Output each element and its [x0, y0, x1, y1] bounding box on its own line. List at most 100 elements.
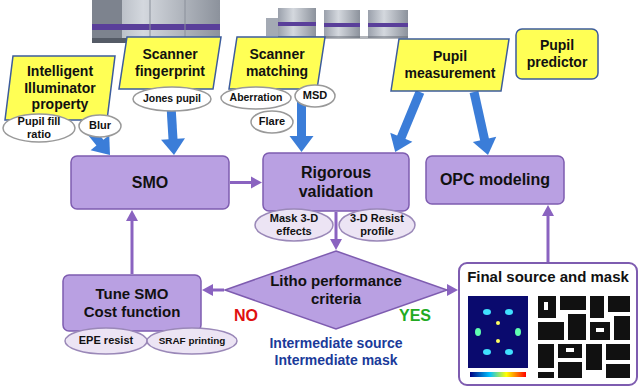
- node-label: Jones pupil: [143, 93, 201, 106]
- property-ellipse: 3-D Resist profile: [338, 208, 416, 242]
- node-text-group: Scanner fingerprint: [118, 36, 222, 90]
- node-label: MSD: [303, 89, 327, 102]
- node-label: Final source and mask: [467, 268, 629, 286]
- node-shape: [391, 39, 509, 91]
- mask-pattern: [536, 294, 632, 380]
- node-shape: [65, 328, 147, 354]
- node-label: OPC modeling: [440, 170, 550, 189]
- node-shape: [459, 263, 637, 385]
- node-shape: [79, 115, 121, 137]
- arrow-head: [161, 138, 185, 155]
- node-text-group: Tune SMO Cost function: [62, 274, 202, 332]
- property-ellipse: SRAF printing: [146, 327, 238, 355]
- node-shape: [5, 56, 115, 120]
- free-label: Intermediate mask: [275, 352, 398, 369]
- node-text-group: Intelligent Illuminator property: [4, 55, 116, 121]
- node-outline: [262, 152, 410, 212]
- node-text-group: Pupil fill ratio: [2, 113, 76, 143]
- flow-arrow: [230, 181, 252, 184]
- node-text-group: Blur: [78, 114, 122, 138]
- node-label: SRAF printing: [159, 335, 226, 347]
- node-shape: [339, 209, 415, 241]
- scanner-small: [266, 8, 408, 39]
- arrow-head: [330, 239, 342, 250]
- node-shape: [251, 111, 293, 133]
- node-text-group: EPE resist: [64, 327, 148, 355]
- node-label: Scanner fingerprint: [130, 46, 210, 80]
- source-map: [468, 296, 528, 377]
- process-box: Tune SMO Cost function: [62, 274, 202, 332]
- node-shape: [516, 29, 598, 79]
- node-text-group: Pupil measurement: [390, 38, 510, 92]
- node-shape: [295, 85, 335, 107]
- node-label: Aberration: [230, 92, 283, 105]
- arrow-head: [251, 177, 262, 189]
- property-ellipse: MSD: [294, 84, 336, 108]
- node-text-group: OPC modeling: [425, 155, 565, 205]
- process-box: OPC modeling: [425, 155, 565, 205]
- node-shape: [225, 251, 447, 329]
- result-box: Final source and mask: [458, 262, 638, 386]
- arrow-head: [126, 210, 138, 221]
- node-text-group: Rigorous validation: [262, 152, 410, 212]
- node-shape: [3, 114, 75, 142]
- arrow-head: [91, 135, 110, 155]
- property-ellipse: Mask 3-D effects: [254, 208, 334, 242]
- node-text-group: Scanner matching: [228, 36, 326, 90]
- node-shape: [147, 328, 237, 354]
- node-label: Litho performance criteria: [261, 272, 411, 308]
- node-text-group: SRAF printing: [146, 327, 238, 355]
- edge-label: YES: [399, 306, 431, 325]
- free-label: Intermediate source: [269, 335, 402, 352]
- node-label: Rigorous validation: [268, 163, 404, 201]
- edge-label: NO: [234, 306, 258, 325]
- node-text-group: SMO: [70, 155, 230, 210]
- node-text-group: 3-D Resist profile: [338, 208, 416, 242]
- property-ellipse: Blur: [78, 114, 122, 138]
- arrow-head: [202, 284, 213, 296]
- arrow-head: [390, 133, 412, 152]
- node-text-group: Final source and mask: [458, 262, 638, 386]
- property-ellipse: Aberration: [220, 86, 292, 110]
- flow-arrow: [131, 220, 134, 274]
- node-label: SMO: [132, 173, 168, 192]
- node-text-group: Mask 3-D effects: [254, 208, 334, 242]
- property-ellipse: Pupil fill ratio: [2, 113, 76, 143]
- property-ellipse: Flare: [250, 110, 294, 134]
- input-box: Pupil predictor: [515, 28, 599, 80]
- node-shape: [133, 87, 211, 111]
- node-label: Pupil predictor: [521, 37, 593, 71]
- node-label: 3-D Resist profile: [347, 212, 407, 238]
- node-label: Pupil fill ratio: [11, 115, 67, 141]
- flow-arrow: [335, 212, 338, 240]
- node-label: Flare: [259, 115, 285, 128]
- flow-arrow: [547, 215, 550, 262]
- input-arrow: [401, 92, 420, 138]
- node-text-group: Aberration: [220, 86, 292, 110]
- node-shape: [63, 275, 201, 331]
- node-shape: [229, 37, 325, 89]
- node-label: Scanner matching: [240, 46, 314, 80]
- arrow-head: [542, 205, 554, 216]
- arrow-head: [473, 137, 496, 155]
- node-text-group: Jones pupil: [132, 86, 212, 112]
- property-ellipse: Jones pupil: [132, 86, 212, 112]
- node-label: Pupil measurement: [402, 48, 498, 82]
- node-label: Intelligent Illuminator property: [16, 63, 104, 113]
- input-box: Scanner matching: [228, 36, 326, 90]
- property-ellipse: EPE resist: [64, 327, 148, 355]
- input-box: Intelligent Illuminator property: [4, 55, 116, 121]
- node-label: Mask 3-D effects: [264, 212, 324, 238]
- node-label: Blur: [89, 119, 111, 132]
- node-label: Tune SMO Cost function: [80, 285, 185, 321]
- node-text-group: Pupil predictor: [515, 28, 599, 80]
- node-shape: [263, 153, 409, 211]
- input-box: Pupil measurement: [390, 38, 510, 92]
- process-box: Rigorous validation: [262, 152, 410, 212]
- input-box: Scanner fingerprint: [118, 36, 222, 90]
- node-label: EPE resist: [79, 334, 133, 347]
- node-shape: [71, 156, 229, 209]
- input-arrow: [474, 92, 485, 140]
- node-shape: [119, 37, 221, 89]
